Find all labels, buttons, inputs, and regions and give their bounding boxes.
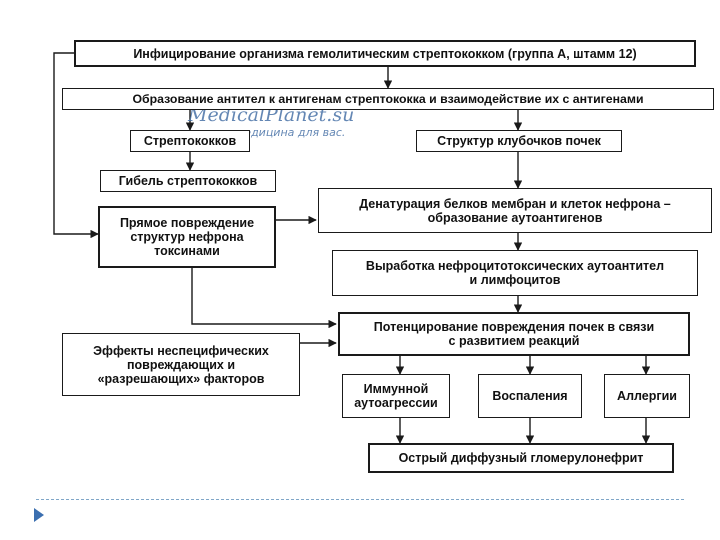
node-death: Гибель стрептококков <box>100 170 276 192</box>
node-immune: Иммунной аутоагрессии <box>342 374 450 418</box>
node-allergy: Аллергии <box>604 374 690 418</box>
node-nonspecific: Эффекты неспецифических повреждающих и «… <box>62 333 300 396</box>
watermark-tagline: медицина для вас. <box>236 126 346 139</box>
node-potentiation: Потенцирование повреждения почек в связи… <box>338 312 690 356</box>
node-result: Острый диффузный гломерулонефрит <box>368 443 674 473</box>
node-antibodies: Образование антител к антигенам стрепток… <box>62 88 714 110</box>
node-autoantibodies: Выработка нефроцитотоксических аутоантит… <box>332 250 698 296</box>
triangle-bullet-icon <box>34 508 44 522</box>
node-glomeruli: Структур клубочков почек <box>416 130 622 152</box>
node-infection: Инфицирование организма гемолитическим с… <box>74 40 696 67</box>
arrow-direct-damage-to-potentiation <box>191 268 337 329</box>
arrow-infection-to-direct-damage <box>53 52 99 239</box>
node-strep: Стрептококков <box>130 130 250 152</box>
node-denaturation: Денатурация белков мембран и клеток нефр… <box>318 188 712 233</box>
node-direct-damage: Прямое повреждение структур нефрона токс… <box>98 206 276 268</box>
node-inflammation: Воспаления <box>478 374 582 418</box>
footer-separator <box>36 499 684 500</box>
